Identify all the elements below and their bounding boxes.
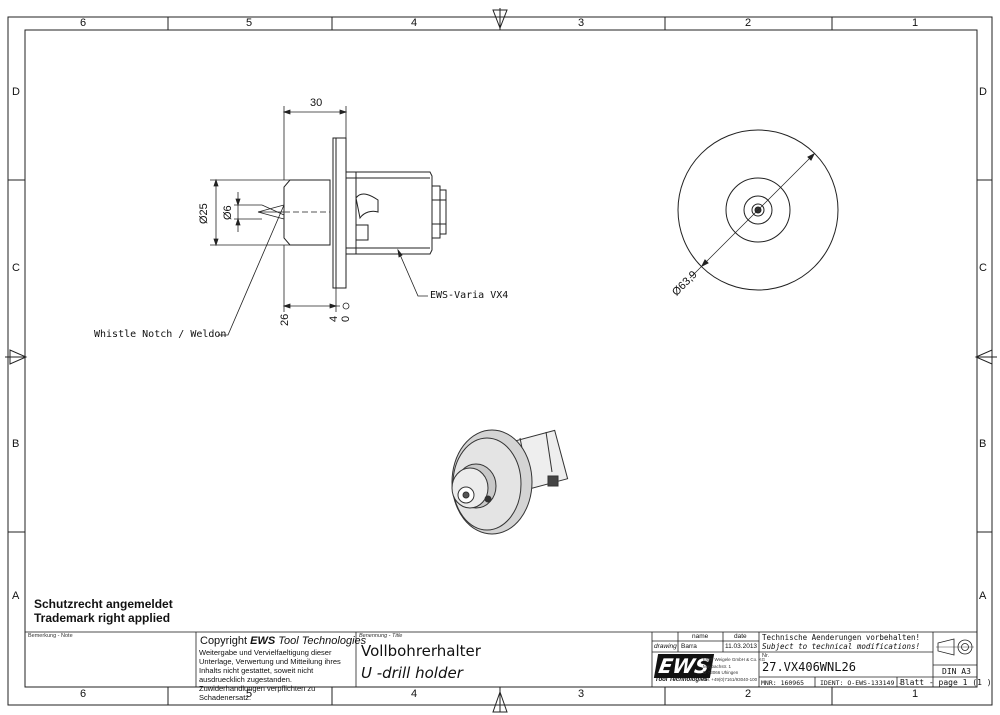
callout-whistle-notch: Whistle Notch / Weldon	[94, 329, 227, 340]
col-label-bottom-1: 1	[912, 688, 919, 700]
company-line: D-73066 Uhingen	[703, 670, 739, 675]
row-label-right-A: A	[979, 590, 987, 602]
remark-label: Bemerkung - Note	[28, 633, 73, 639]
company-line: Maybachstr. 1	[703, 663, 732, 669]
row-label-left-B: B	[12, 438, 20, 450]
callout-varia: EWS-Varia VX4	[430, 290, 509, 301]
title-german: Vollbohrerhalter	[361, 642, 481, 660]
drawn-by: Barra	[681, 643, 697, 650]
modification-note-de: Technische Aenderungen vorbehalten!	[762, 633, 921, 642]
col-label-top-4: 4	[411, 17, 418, 29]
copyright-prefix: Copyright	[200, 635, 251, 647]
drawing-row-label: drawing	[654, 643, 677, 650]
dim-dia-25: Ø25	[198, 203, 210, 224]
copyright-body: Weitergabe und Vervielfaeltigung dieser …	[199, 648, 341, 702]
drawn-date: 11.03.2013	[725, 643, 758, 650]
col-name-header: name	[692, 633, 709, 640]
note-patent-en: Trademark right applied	[34, 611, 171, 625]
col-label-bottom-6: 6	[80, 688, 87, 700]
col-label-top-2: 2	[745, 17, 752, 29]
front-view	[677, 129, 839, 291]
dim-30: 30	[310, 97, 323, 109]
copyright-title: Copyright EWS Tool Technologies	[200, 635, 366, 647]
title-label: Benennung - Title	[359, 633, 403, 639]
col-label-bottom-4: 4	[411, 688, 418, 700]
row-label-right-B: B	[979, 438, 987, 450]
dim-4: 4	[328, 315, 340, 322]
col-label-top-6: 6	[80, 17, 87, 29]
col-label-bottom-5: 5	[246, 688, 253, 700]
row-label-left-C: C	[12, 262, 20, 274]
col-label-top-3: 3	[578, 17, 585, 29]
copyright-brand: EWS	[250, 635, 276, 647]
nr-label: Nr.	[762, 653, 770, 659]
note-patent-de: Schutzrecht angemeldet	[34, 597, 173, 611]
row-label-right-C: C	[979, 262, 987, 274]
company-address: EWS Weigele GmbH & Co. KG Maybachstr. 1 …	[703, 657, 765, 683]
mnr: MNR: 160965	[761, 679, 805, 687]
dim-0: 0	[340, 315, 352, 322]
row-label-left-A: A	[12, 590, 20, 602]
dim-dia-6: Ø6	[222, 205, 234, 220]
col-label-top-5: 5	[246, 17, 253, 29]
col-date-header: date	[734, 633, 747, 640]
title-english: U -drill holder	[361, 664, 463, 682]
copyright-suffix: Tool Technologies	[275, 635, 367, 647]
drawing-number: 27.VX406WNL26	[762, 660, 856, 674]
sheet-info: Blatt - page 1 (1 )	[900, 678, 992, 687]
title-block	[24, 631, 978, 688]
side-dimensions	[210, 106, 428, 336]
company-line: EWS Weigele GmbH & Co. KG	[703, 657, 766, 662]
col-label-top-1: 1	[912, 17, 919, 29]
side-view	[257, 137, 447, 289]
col-label-bottom-2: 2	[745, 688, 752, 700]
ident: IDENT: O-EWS-133149 -	[820, 679, 903, 687]
isometric-view	[451, 429, 569, 535]
col-label-bottom-3: 3	[578, 688, 585, 700]
modification-note-en: Subject to technical modifications!	[762, 642, 921, 651]
row-label-right-D: D	[979, 86, 987, 98]
ews-logo-sub: Tool Technologies	[655, 677, 708, 683]
company-line: Tel. +49(0)7161/93040-100	[703, 676, 758, 682]
inner-frame	[24, 29, 978, 688]
row-label-left-D: D	[12, 86, 20, 98]
paper-format: DIN A3	[942, 667, 971, 676]
dim-26: 26	[279, 313, 291, 326]
